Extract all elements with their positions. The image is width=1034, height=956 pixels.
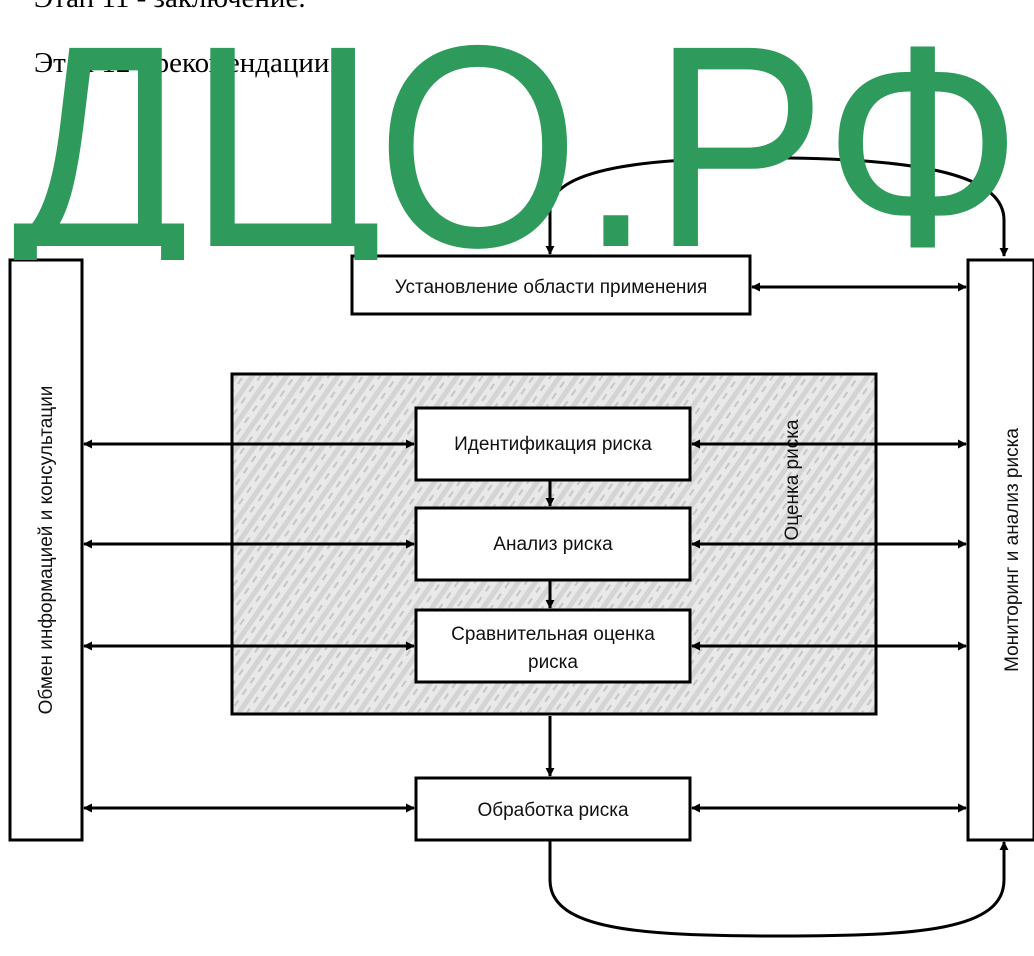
site-watermark: ДЦО.РФ <box>12 0 1022 260</box>
risk-evaluation-label-line2: риска <box>528 652 578 673</box>
scope-label: Установление области применения <box>395 277 708 298</box>
watermark-text: ДЦО.РФ <box>12 0 1022 260</box>
risk-treatment-label: Обработка риска <box>477 800 629 821</box>
risk-identification-box <box>414 406 692 482</box>
risk-assessment-label: Оценка риска <box>782 419 803 540</box>
monitoring-label: Мониторинг и анализ риска <box>1002 428 1023 672</box>
monitoring-column <box>966 258 1034 842</box>
risk-analysis-label: Анализ риска <box>493 534 613 555</box>
risk-evaluation-box <box>414 608 692 684</box>
risk-treatment-box <box>414 776 692 842</box>
risk-analysis-box <box>414 506 692 582</box>
loop-arrow-top <box>545 156 1009 257</box>
risk-identification-label: Идентификация риска <box>454 434 652 455</box>
risk-evaluation-label-line1: Сравнительная оценка <box>451 624 655 645</box>
info-exchange-column <box>8 258 84 842</box>
info-exchange-label: Обмен информацией и консультации <box>36 386 57 715</box>
document-line-stage-11: Этап 11 - заключение. <box>34 0 306 15</box>
loop-arrow-bottom <box>548 840 1009 938</box>
document-line-stage-12: Этап 12 - рекомендации. <box>34 47 337 79</box>
